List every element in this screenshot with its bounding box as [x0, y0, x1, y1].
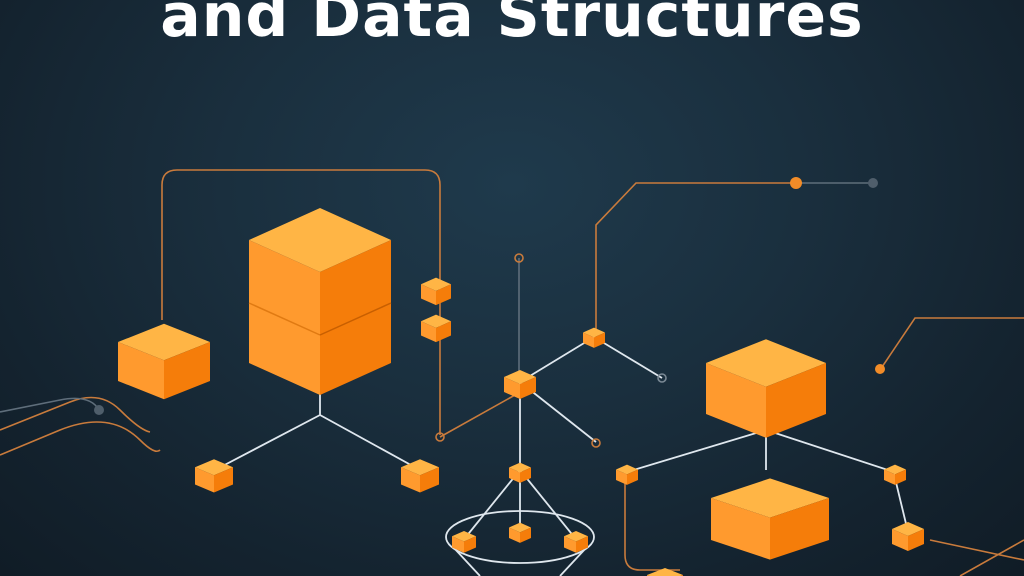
cube-icon: [509, 522, 531, 543]
cube-icon: [248, 208, 392, 395]
cube-icon: [706, 339, 826, 438]
circuit-line-icon: [0, 421, 161, 456]
cube-icon: [884, 464, 906, 485]
circuit-line-icon: [879, 317, 1024, 371]
node-dot-icon: [657, 373, 667, 383]
cube-icon: [583, 327, 605, 348]
cubes: [118, 208, 924, 576]
cube-icon: [401, 459, 439, 493]
cube-icon: [892, 522, 924, 551]
node-dot-icon: [435, 432, 445, 442]
node-dot-icon: [868, 178, 878, 188]
cube-icon: [421, 277, 451, 306]
page-title: and Data Structures: [160, 0, 864, 51]
circuit-line-icon: [929, 539, 1024, 561]
circuit-line-icon: [624, 470, 680, 571]
cube-icon: [118, 323, 210, 400]
circuit-line-icon: [0, 396, 151, 433]
circuit-line-icon: [595, 182, 796, 330]
cube-icon: [616, 464, 638, 485]
node-dot-icon: [790, 177, 802, 189]
node-dot-icon: [514, 253, 524, 263]
circuit-line-icon: [439, 394, 516, 438]
node-dot-icon: [94, 405, 104, 415]
cube-icon: [421, 314, 451, 343]
circuit-line-icon: [959, 539, 1024, 576]
node-dot-icon: [591, 438, 601, 448]
cube-icon: [711, 478, 829, 560]
circuit-line-icon: [161, 169, 441, 435]
circuit-traces: [0, 169, 1024, 576]
node-dot-icon: [875, 364, 885, 374]
